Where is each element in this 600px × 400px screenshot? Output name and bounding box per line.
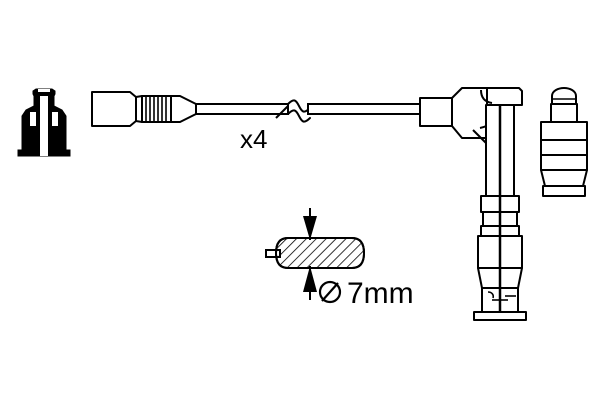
diameter-symbol-group [318, 280, 342, 304]
spare-boot-rib-2 [540, 139, 588, 156]
elbow-inlet-sleeve [419, 97, 453, 127]
spare-boot-base [542, 185, 586, 197]
break-line-upper [287, 99, 311, 113]
cable-break-symbol [287, 99, 311, 123]
cable-segment-right [307, 103, 421, 115]
spare-boot-neck [550, 103, 578, 123]
cable-tube-left [195, 103, 289, 115]
boot-detail-curve-left [487, 291, 495, 299]
elbow-inner-curve-upper [480, 89, 493, 104]
diameter-slash-icon [321, 282, 339, 302]
elbow-diagonal-detail [472, 129, 487, 144]
quantity-leader-line [275, 105, 289, 119]
left-terminal-boot [17, 88, 71, 157]
leader-stroke [275, 105, 289, 119]
cable-tube-right [307, 103, 421, 115]
spare-ribbed-boot [540, 87, 588, 197]
vertical-ribbed-boot [473, 104, 527, 321]
bellows-ribs [145, 96, 167, 122]
spare-boot-rib-1 [540, 121, 588, 141]
diameter-dimension-arrows [303, 208, 317, 300]
cross-section-body [274, 237, 366, 269]
boot-center-channel [40, 96, 48, 156]
connector-barrel [91, 91, 137, 127]
dim-arrowhead-upper [303, 216, 317, 240]
diameter-value-label: 7mm [347, 277, 414, 310]
elbow-top-cap [486, 87, 523, 106]
boot-base-flange [473, 311, 527, 321]
dim-arrowhead-lower [303, 266, 317, 292]
boot-top-nipple [38, 89, 50, 92]
break-line-lower [287, 109, 311, 123]
cable-segment-left [195, 103, 289, 115]
cable-cross-section [265, 237, 366, 269]
cross-section-outline [274, 237, 366, 269]
boot-notch-right [52, 112, 58, 126]
spare-boot-rib-4 [540, 169, 588, 187]
left-straight-connector [91, 91, 197, 127]
spare-boot-dome [551, 87, 577, 105]
quantity-label: x4 [240, 124, 267, 154]
boot-notch-left [30, 112, 36, 126]
spare-boot-rib-3 [540, 154, 588, 171]
diameter-circle-icon [318, 280, 342, 304]
